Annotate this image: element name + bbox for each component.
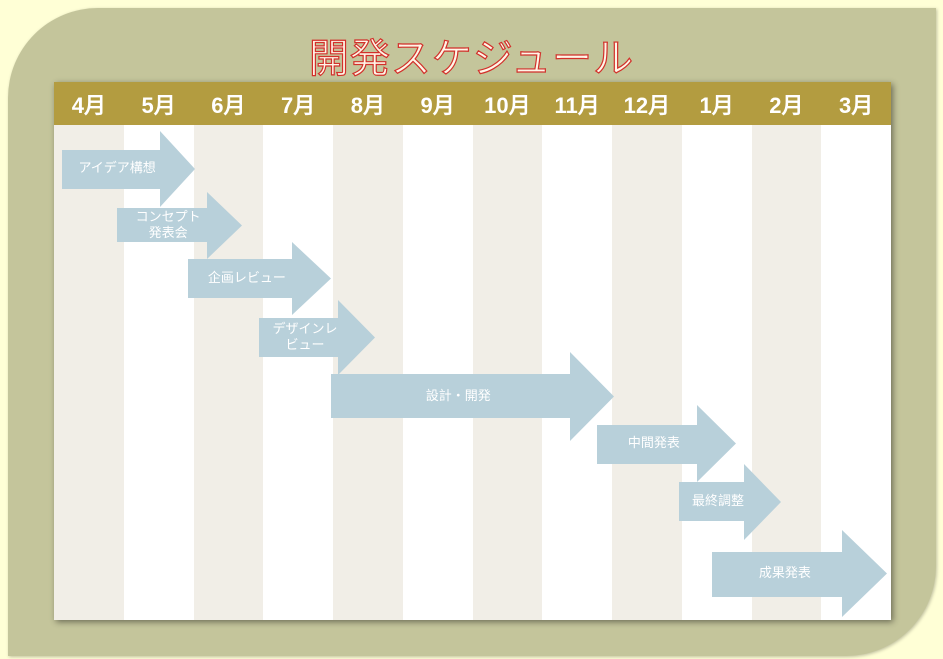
task-arrow <box>679 464 781 540</box>
task-label: デザインレビュー <box>272 321 338 353</box>
page-title: 開発スケジュール <box>308 35 635 82</box>
month-label: 3月 <box>839 93 874 118</box>
task-label: コンセプト発表会 <box>135 209 201 241</box>
task-label: 成果発表 <box>758 565 811 581</box>
task-arrow <box>62 131 195 207</box>
task-label: 設計・開発 <box>425 388 491 404</box>
month-label: 7月 <box>281 93 316 118</box>
task-label: 企画レビュー <box>207 270 286 286</box>
month-columns <box>54 125 891 620</box>
task-arrow <box>712 530 887 617</box>
task-arrow <box>597 405 736 482</box>
month-column <box>821 125 891 620</box>
month-label: 5月 <box>141 93 176 118</box>
month-label: 2月 <box>769 93 804 118</box>
month-label: 10月 <box>484 93 531 118</box>
month-column <box>123 125 194 620</box>
month-column <box>263 125 333 620</box>
month-label: 9月 <box>420 93 455 118</box>
task-arrow <box>188 242 331 315</box>
month-label: 1月 <box>699 93 734 118</box>
month-column <box>193 125 264 620</box>
task-arrow <box>331 352 614 441</box>
month-column <box>333 125 403 620</box>
month-label: 8月 <box>350 93 385 118</box>
task-label: 最終調整 <box>691 494 744 509</box>
month-column <box>472 125 543 620</box>
task-arrow <box>117 192 242 259</box>
month-header: 4月 5月 6月 7月 8月 9月 10月 11月 12月 1月 2月 3月 <box>54 82 891 125</box>
task-label: アイデア構想 <box>78 161 156 176</box>
month-column <box>612 125 682 620</box>
month-column <box>54 125 124 620</box>
month-label: 11月 <box>554 93 600 118</box>
month-column <box>751 125 822 620</box>
month-label: 4月 <box>71 93 106 118</box>
task-arrow <box>259 300 375 375</box>
task-label: 中間発表 <box>627 435 680 451</box>
month-column <box>681 125 752 620</box>
month-column <box>402 125 473 620</box>
month-label: 6月 <box>211 93 246 118</box>
month-label: 12月 <box>623 93 671 118</box>
